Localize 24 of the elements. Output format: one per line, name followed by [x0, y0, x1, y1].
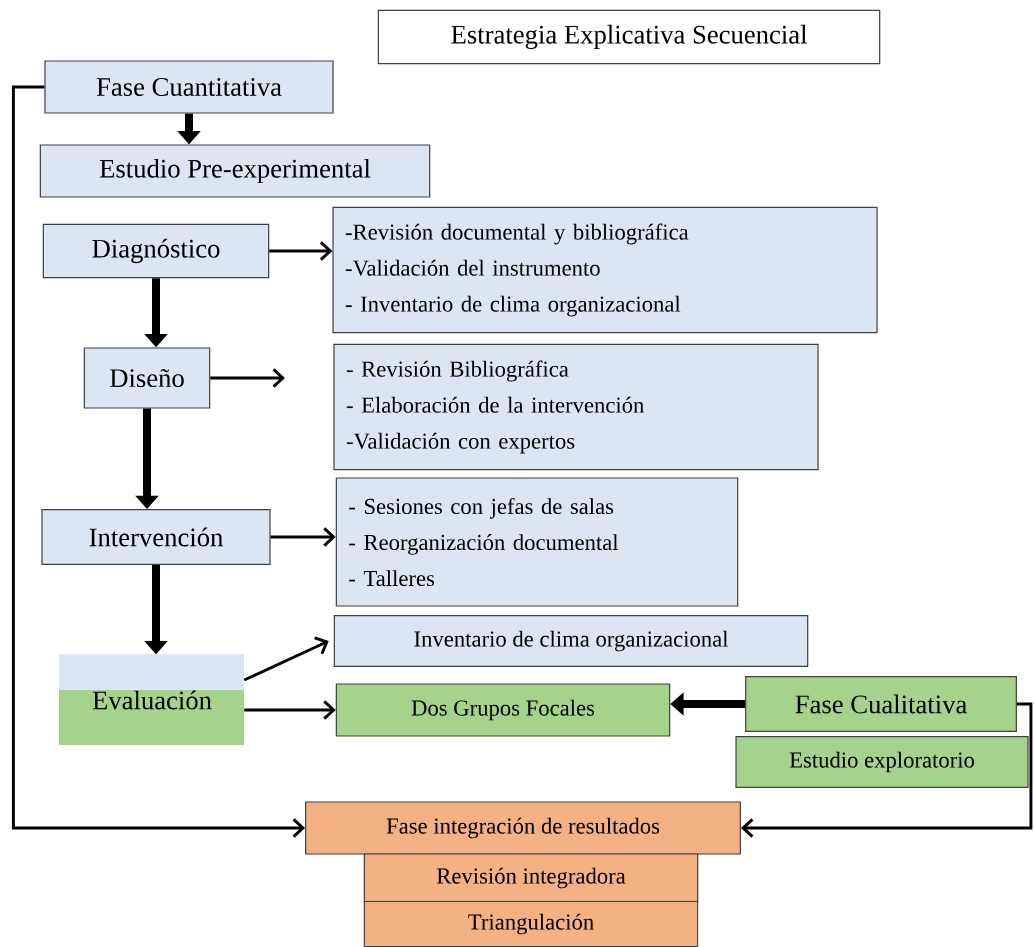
- process-box: Dos Grupos Focales: [335, 683, 671, 737]
- process-box: Revisión integradora: [363, 853, 699, 903]
- arrow: [244, 700, 336, 720]
- arrow: [210, 368, 285, 388]
- list-box: - Revisión Bibliográfica - Elaboración de la intervención -Validación con expertos: [333, 343, 819, 471]
- arrow: [270, 527, 336, 547]
- phase-box: Fase integración de resultados: [305, 801, 741, 855]
- process-box: Triangulación: [363, 900, 699, 947]
- list-box: - Sesiones con jefas de salas - Reorganización documental - Talleres: [335, 477, 739, 607]
- arrow: [243, 636, 329, 682]
- process-box: Evaluación: [59, 654, 244, 745]
- process-box: Diseño: [83, 347, 211, 409]
- process-box: Estudio exploratorio: [735, 736, 1029, 788]
- process-box: Estudio Pre-experimental: [39, 144, 431, 198]
- process-box: Diagnóstico: [42, 223, 270, 279]
- title-box: Estrategia Explicativa Secuencial: [377, 9, 881, 65]
- list-box: -Revisión documental y bibliográfica -Validación del instrumento - Inventario de clima organizacional: [332, 206, 878, 334]
- process-box: Intervención: [41, 509, 271, 565]
- phase-box: Fase Cuantitativa: [44, 60, 334, 114]
- arrow: [740, 702, 1033, 838]
- phase-box: Fase Cualitativa: [745, 676, 1017, 732]
- arrow: [11, 85, 306, 838]
- arrow: [269, 241, 333, 261]
- process-box: Inventario de clima organizacional: [333, 615, 809, 667]
